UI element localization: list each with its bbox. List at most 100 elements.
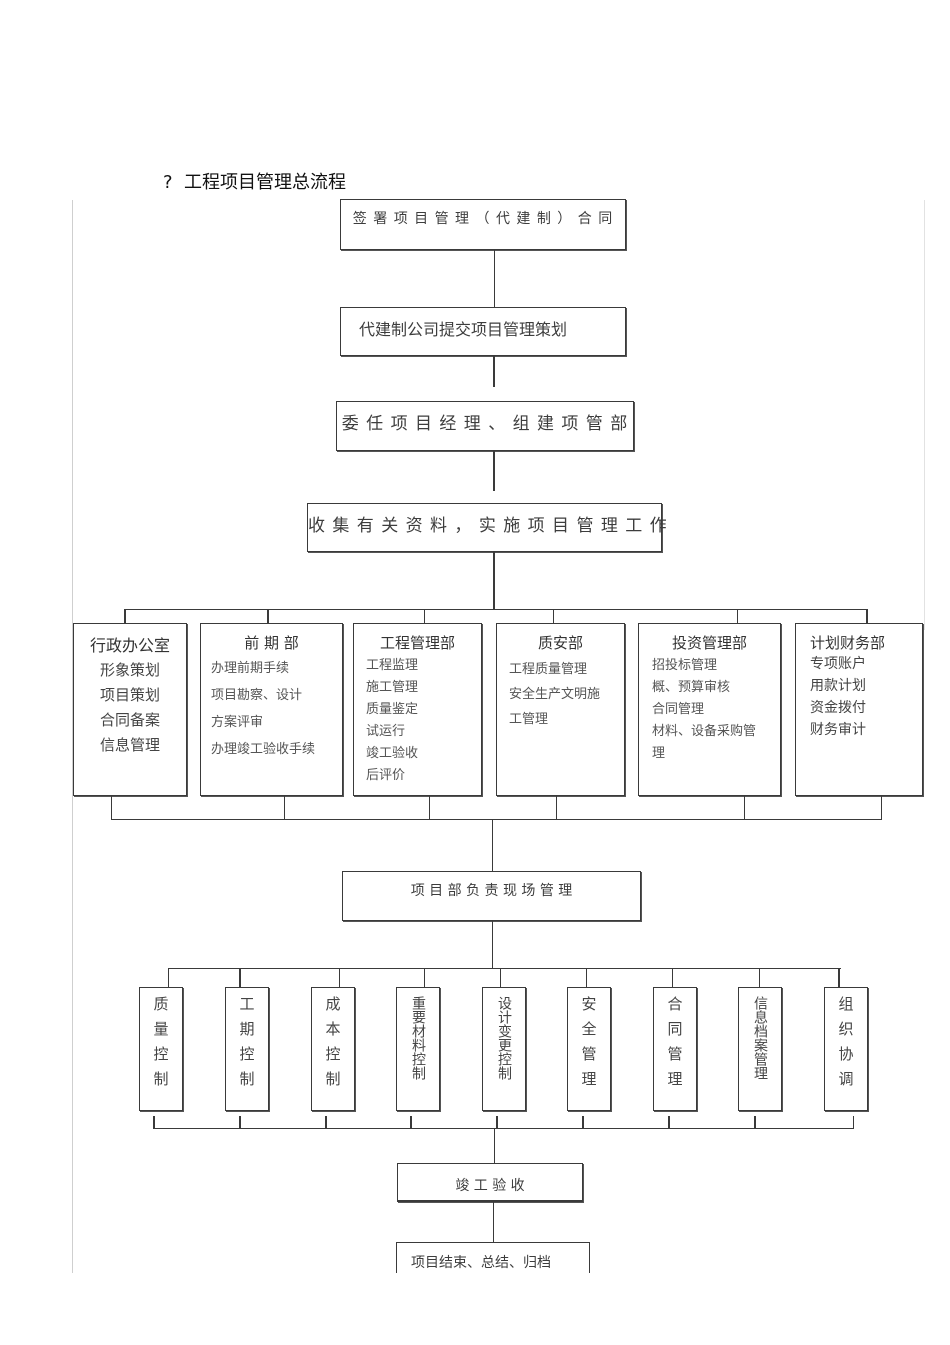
department-engineering: 工程管理部 工程监理 施工管理 质量鉴定 试运行 竣工验收 后评价 bbox=[353, 623, 482, 796]
connector bbox=[586, 968, 587, 987]
connector bbox=[582, 1116, 584, 1128]
step-collect-implement: 收 集 有 关 资 料 ， 实 施 项 目 管 理 工 作 bbox=[307, 503, 668, 552]
control-info-archive: 信息档案管理 bbox=[738, 987, 782, 1111]
connector bbox=[284, 796, 285, 820]
department-item: 安全生产文明施 bbox=[509, 687, 601, 702]
connector bbox=[339, 968, 340, 987]
connector bbox=[153, 1116, 155, 1128]
control-label: 组织协调 bbox=[836, 996, 855, 1096]
page-frame-right bbox=[924, 200, 925, 630]
control-label: 合同管理 bbox=[665, 996, 684, 1096]
step-appoint-manager: 委 任 项 目 经 理 、 组 建 项 管 部 bbox=[336, 401, 634, 451]
connector bbox=[853, 1116, 854, 1128]
connector bbox=[672, 968, 673, 987]
connector bbox=[494, 250, 495, 308]
department-preliminary: 前 期 部 办理前期手续 项目勘察、设计 方案评审 办理竣工验收手续 bbox=[200, 623, 343, 796]
control-label: 工期控制 bbox=[237, 996, 256, 1096]
department-item: 理 bbox=[652, 746, 666, 761]
department-item: 专项账户 bbox=[810, 656, 866, 672]
department-title: 质安部 bbox=[537, 634, 583, 652]
control-label: 设计变更控制 bbox=[496, 996, 512, 1080]
control-label: 安全管理 bbox=[579, 996, 598, 1096]
connector bbox=[493, 356, 495, 387]
control-bus-bottom bbox=[153, 1128, 854, 1129]
connector bbox=[838, 968, 840, 987]
department-bus-top bbox=[124, 609, 868, 610]
connector bbox=[424, 609, 425, 623]
connector bbox=[168, 968, 169, 987]
page-title: ? 工程项目管理总流程 bbox=[163, 168, 346, 194]
control-label: 信息档案管理 bbox=[752, 996, 768, 1080]
department-admin-office: 行政办公室 形象策划 项目策划 合同备案 信息管理 bbox=[73, 623, 187, 796]
connector bbox=[111, 796, 112, 820]
department-item: 办理竣工验收手续 bbox=[211, 742, 316, 757]
department-title: 计划财务部 bbox=[810, 634, 886, 652]
connector bbox=[866, 609, 868, 623]
department-item: 用款计划 bbox=[810, 678, 866, 694]
connector bbox=[759, 968, 760, 987]
connector bbox=[493, 552, 495, 610]
connector bbox=[500, 968, 501, 987]
department-title: 行政办公室 bbox=[89, 636, 170, 655]
step-collect-implement-label: 收 集 有 关 资 料 ， 实 施 项 目 管 理 工 作 bbox=[308, 516, 668, 536]
connector bbox=[881, 796, 882, 820]
department-title: 投资管理部 bbox=[671, 634, 747, 652]
step-site-management-label: 项 目 部 负 责 现 场 管 理 bbox=[410, 883, 573, 899]
connector bbox=[239, 1116, 241, 1128]
control-label: 重要材料控制 bbox=[410, 996, 426, 1080]
department-item: 工程质量管理 bbox=[509, 662, 588, 677]
department-item: 工管理 bbox=[509, 712, 549, 727]
connector bbox=[493, 1202, 494, 1242]
step-completion-acceptance-label: 竣 工 验 收 bbox=[455, 1178, 525, 1194]
connector bbox=[424, 968, 425, 987]
department-item: 施工管理 bbox=[366, 680, 419, 695]
control-cost: 成本控制 bbox=[311, 987, 355, 1111]
department-title: 工程管理部 bbox=[379, 634, 455, 652]
step-appoint-manager-label: 委 任 项 目 经 理 、 组 建 项 管 部 bbox=[341, 414, 629, 434]
control-label: 质量控制 bbox=[151, 996, 170, 1096]
department-item: 信息管理 bbox=[99, 736, 160, 754]
department-bus-bottom bbox=[111, 819, 882, 820]
control-bus-top bbox=[168, 968, 841, 969]
step-completion-acceptance: 竣 工 验 收 bbox=[397, 1163, 583, 1202]
department-item: 招投标管理 bbox=[652, 658, 718, 673]
step-submit-plan: 代建制公司提交项目管理策划 bbox=[340, 307, 626, 356]
department-item: 项目勘察、设计 bbox=[211, 688, 303, 703]
connector bbox=[410, 1116, 412, 1128]
department-item: 竣工验收 bbox=[366, 746, 419, 761]
department-item: 材料、设备采购管 bbox=[652, 724, 757, 739]
department-item: 财务审计 bbox=[810, 722, 866, 738]
department-item: 质量鉴定 bbox=[366, 702, 419, 717]
connector bbox=[239, 968, 241, 987]
step-submit-plan-label: 代建制公司提交项目管理策划 bbox=[359, 320, 568, 339]
connector bbox=[124, 609, 126, 623]
connector bbox=[754, 1116, 756, 1128]
department-item: 形象策划 bbox=[99, 661, 160, 679]
department-item: 项目策划 bbox=[99, 686, 160, 704]
connector bbox=[267, 609, 269, 623]
step-sign-contract: 签 署 项 目 管 理 （ 代 建 制 ） 合 同 bbox=[340, 199, 626, 250]
department-investment: 投资管理部 招投标管理 概、预算审核 合同管理 材料、设备采购管 理 bbox=[638, 623, 781, 796]
department-item: 后评价 bbox=[366, 768, 406, 783]
connector bbox=[556, 796, 557, 820]
connector bbox=[493, 451, 495, 491]
department-quality-safety: 质安部 工程质量管理 安全生产文明施 工管理 bbox=[496, 623, 625, 796]
step-sign-contract-label: 签 署 项 目 管 理 （ 代 建 制 ） 合 同 bbox=[352, 211, 614, 227]
department-item: 概、预算审核 bbox=[652, 680, 731, 695]
department-item: 合同备案 bbox=[99, 711, 160, 729]
connector bbox=[744, 796, 745, 820]
department-item: 资金拨付 bbox=[810, 700, 866, 716]
control-quality: 质量控制 bbox=[139, 987, 183, 1111]
connector bbox=[325, 1116, 327, 1128]
department-item: 办理前期手续 bbox=[211, 661, 290, 676]
department-item: 试运行 bbox=[366, 724, 406, 739]
connector bbox=[494, 1128, 495, 1163]
page-bottom-mask bbox=[0, 1273, 950, 1345]
title-text: 工程项目管理总流程 bbox=[184, 172, 347, 193]
control-contract-management: 合同管理 bbox=[653, 987, 697, 1111]
control-safety-management: 安全管理 bbox=[567, 987, 611, 1111]
control-label: 成本控制 bbox=[323, 996, 342, 1096]
control-design-change: 设计变更控制 bbox=[482, 987, 526, 1111]
connector bbox=[492, 820, 493, 871]
control-key-materials: 重要材料控制 bbox=[396, 987, 440, 1111]
